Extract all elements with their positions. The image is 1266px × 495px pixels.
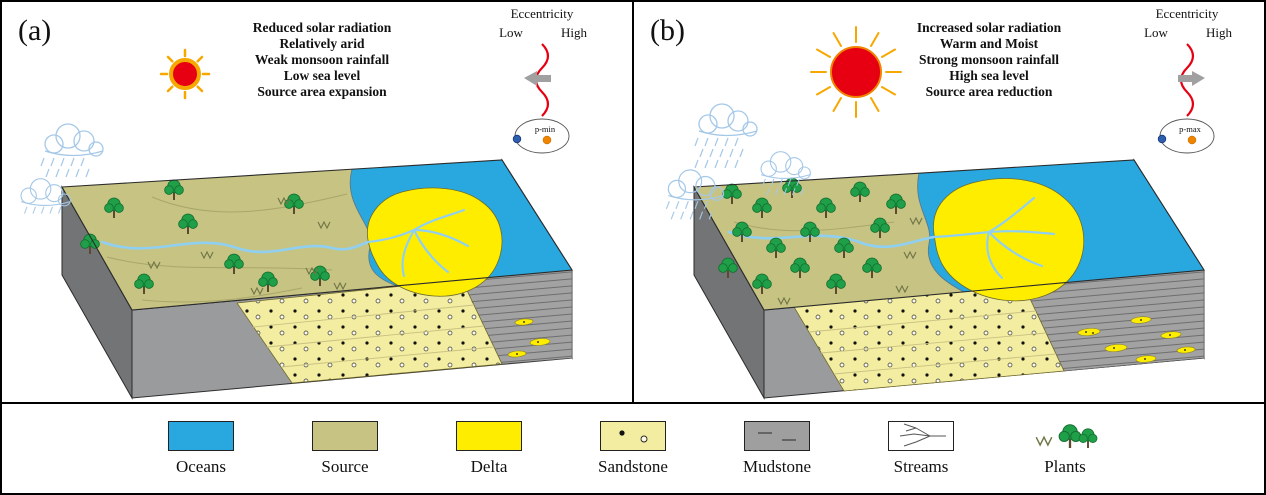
eccentricity-inset: Eccentricity Low High p-min xyxy=(499,6,588,154)
distributary-channels xyxy=(932,196,1056,280)
panel-a: Reduced solar radiation Relatively arid … xyxy=(2,2,632,402)
high-label: High xyxy=(1206,25,1233,40)
delta-lobe xyxy=(932,178,1085,302)
streams-swatch-icon xyxy=(888,420,954,451)
sandstone-lens-icon xyxy=(1077,316,1196,363)
rain-icon xyxy=(694,137,739,147)
svg-text:Strong monsoon rainfall: Strong monsoon rainfall xyxy=(919,52,1059,67)
description-text: Increased solar radiation Warm and Moist… xyxy=(917,20,1062,99)
description-text: Reduced solar radiation Relatively arid … xyxy=(253,20,392,99)
legend-label: Streams xyxy=(893,456,949,476)
rain-icon xyxy=(45,168,90,178)
legend-label: Plants xyxy=(1044,456,1086,476)
sandstone-swatch-icon xyxy=(600,420,666,451)
panel-divider xyxy=(632,2,634,402)
svg-text:Warm and Moist: Warm and Moist xyxy=(940,36,1039,51)
distributary-channels xyxy=(366,208,470,278)
svg-text:Weak monsoon rainfall: Weak monsoon rainfall xyxy=(255,52,390,67)
legend: Oceans Source Delta Sandstone xyxy=(2,402,1264,493)
sandstone-wedge xyxy=(236,279,503,384)
stream-path xyxy=(100,240,370,254)
source-swatch-icon xyxy=(312,420,378,451)
sandstone-lens-icon xyxy=(507,318,551,358)
rain-icon xyxy=(40,157,85,167)
arrow-icon xyxy=(1178,71,1205,86)
cloud-icon xyxy=(694,103,758,169)
eccentricity-inset: Eccentricity Low High p-max xyxy=(1144,6,1233,154)
legend-label: Mudstone xyxy=(743,456,811,476)
legend-label: Source xyxy=(321,456,369,476)
rain-icon xyxy=(23,206,62,215)
top-surface xyxy=(693,159,1205,311)
front-face xyxy=(131,269,573,399)
high-label: High xyxy=(561,25,588,40)
low-label: Low xyxy=(1144,25,1168,40)
sun-icon xyxy=(810,26,902,118)
cloud-icon xyxy=(40,123,104,178)
oceans-swatch-icon xyxy=(168,420,234,451)
orbit-diagram: p-max xyxy=(1157,118,1215,154)
panels-row: Reduced solar radiation Relatively arid … xyxy=(2,2,1264,402)
legend-item-mudstone: Mudstone xyxy=(734,420,820,477)
svg-text:Reduced solar radiation: Reduced solar radiation xyxy=(253,20,392,35)
panel-b: Increased solar radiation Warm and Moist… xyxy=(634,2,1264,402)
legend-label: Sandstone xyxy=(598,456,668,476)
rain-icon xyxy=(699,148,744,158)
legend-item-delta: Delta xyxy=(446,420,532,477)
svg-text:Source area expansion: Source area expansion xyxy=(257,84,387,99)
legend-label: Oceans xyxy=(175,456,227,476)
svg-text:High sea level: High sea level xyxy=(949,68,1029,83)
orbit-sun-icon xyxy=(542,135,552,145)
svg-text:p-max: p-max xyxy=(1179,124,1201,134)
svg-text:p-min: p-min xyxy=(535,124,556,134)
orbit-sun-icon xyxy=(1187,135,1197,145)
mudstone-swatch-icon xyxy=(744,420,810,451)
svg-text:Relatively arid: Relatively arid xyxy=(279,36,365,51)
legend-item-source: Source xyxy=(302,420,388,477)
orbit-diagram: p-min xyxy=(512,118,570,154)
legend-item-streams: Streams xyxy=(878,420,964,477)
low-label: Low xyxy=(499,25,523,40)
earth-icon xyxy=(1157,134,1167,144)
rain-icon xyxy=(694,159,739,169)
sun-icon xyxy=(159,48,211,100)
front-face xyxy=(763,269,1205,399)
delta-lobe xyxy=(366,187,503,297)
top-surface xyxy=(61,159,573,311)
drainage-lines xyxy=(106,193,348,303)
sandstone-wedge xyxy=(793,285,1065,392)
svg-text:Eccentricity: Eccentricity xyxy=(511,6,574,21)
svg-text:Low sea level: Low sea level xyxy=(284,68,361,83)
arrow-icon xyxy=(524,71,551,86)
svg-text:Eccentricity: Eccentricity xyxy=(1156,6,1219,21)
panel-label: (b) xyxy=(650,14,685,47)
panel-label: (a) xyxy=(18,14,51,47)
earth-icon xyxy=(512,134,522,144)
legend-item-sandstone: Sandstone xyxy=(590,420,676,477)
svg-text:Source area reduction: Source area reduction xyxy=(926,84,1053,99)
coastline xyxy=(917,172,965,293)
delta-swatch-icon xyxy=(456,420,522,451)
legend-item-plants: Plants xyxy=(1022,421,1108,477)
svg-text:Increased solar radiation: Increased solar radiation xyxy=(917,20,1062,35)
plants-swatch-icon xyxy=(1035,423,1098,449)
legend-item-oceans: Oceans xyxy=(158,420,244,477)
stream-path xyxy=(727,230,936,249)
legend-label: Delta xyxy=(470,456,508,476)
